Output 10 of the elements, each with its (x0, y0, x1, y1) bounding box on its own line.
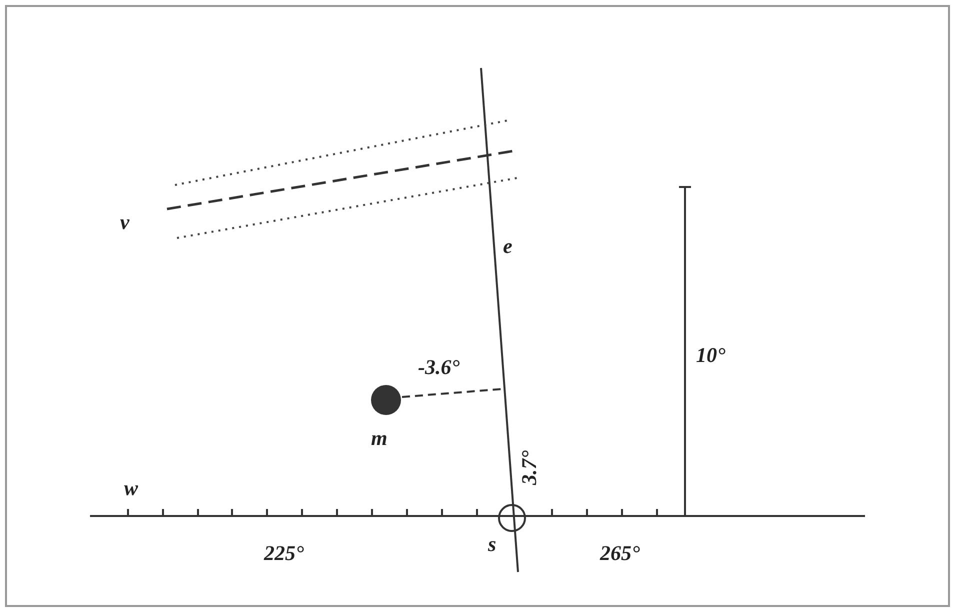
angle-label: 10° (696, 345, 726, 366)
axis-label: v (120, 212, 130, 233)
axis-label: e (503, 236, 512, 257)
angle-label: 225° (264, 543, 304, 564)
angle-label: 3.7° (519, 450, 540, 485)
angle-label: 265° (600, 543, 640, 564)
point-label: m (371, 428, 388, 449)
axis-label: w (124, 478, 138, 499)
angle-label: -3.6° (418, 357, 460, 378)
point-label: s (488, 534, 496, 555)
